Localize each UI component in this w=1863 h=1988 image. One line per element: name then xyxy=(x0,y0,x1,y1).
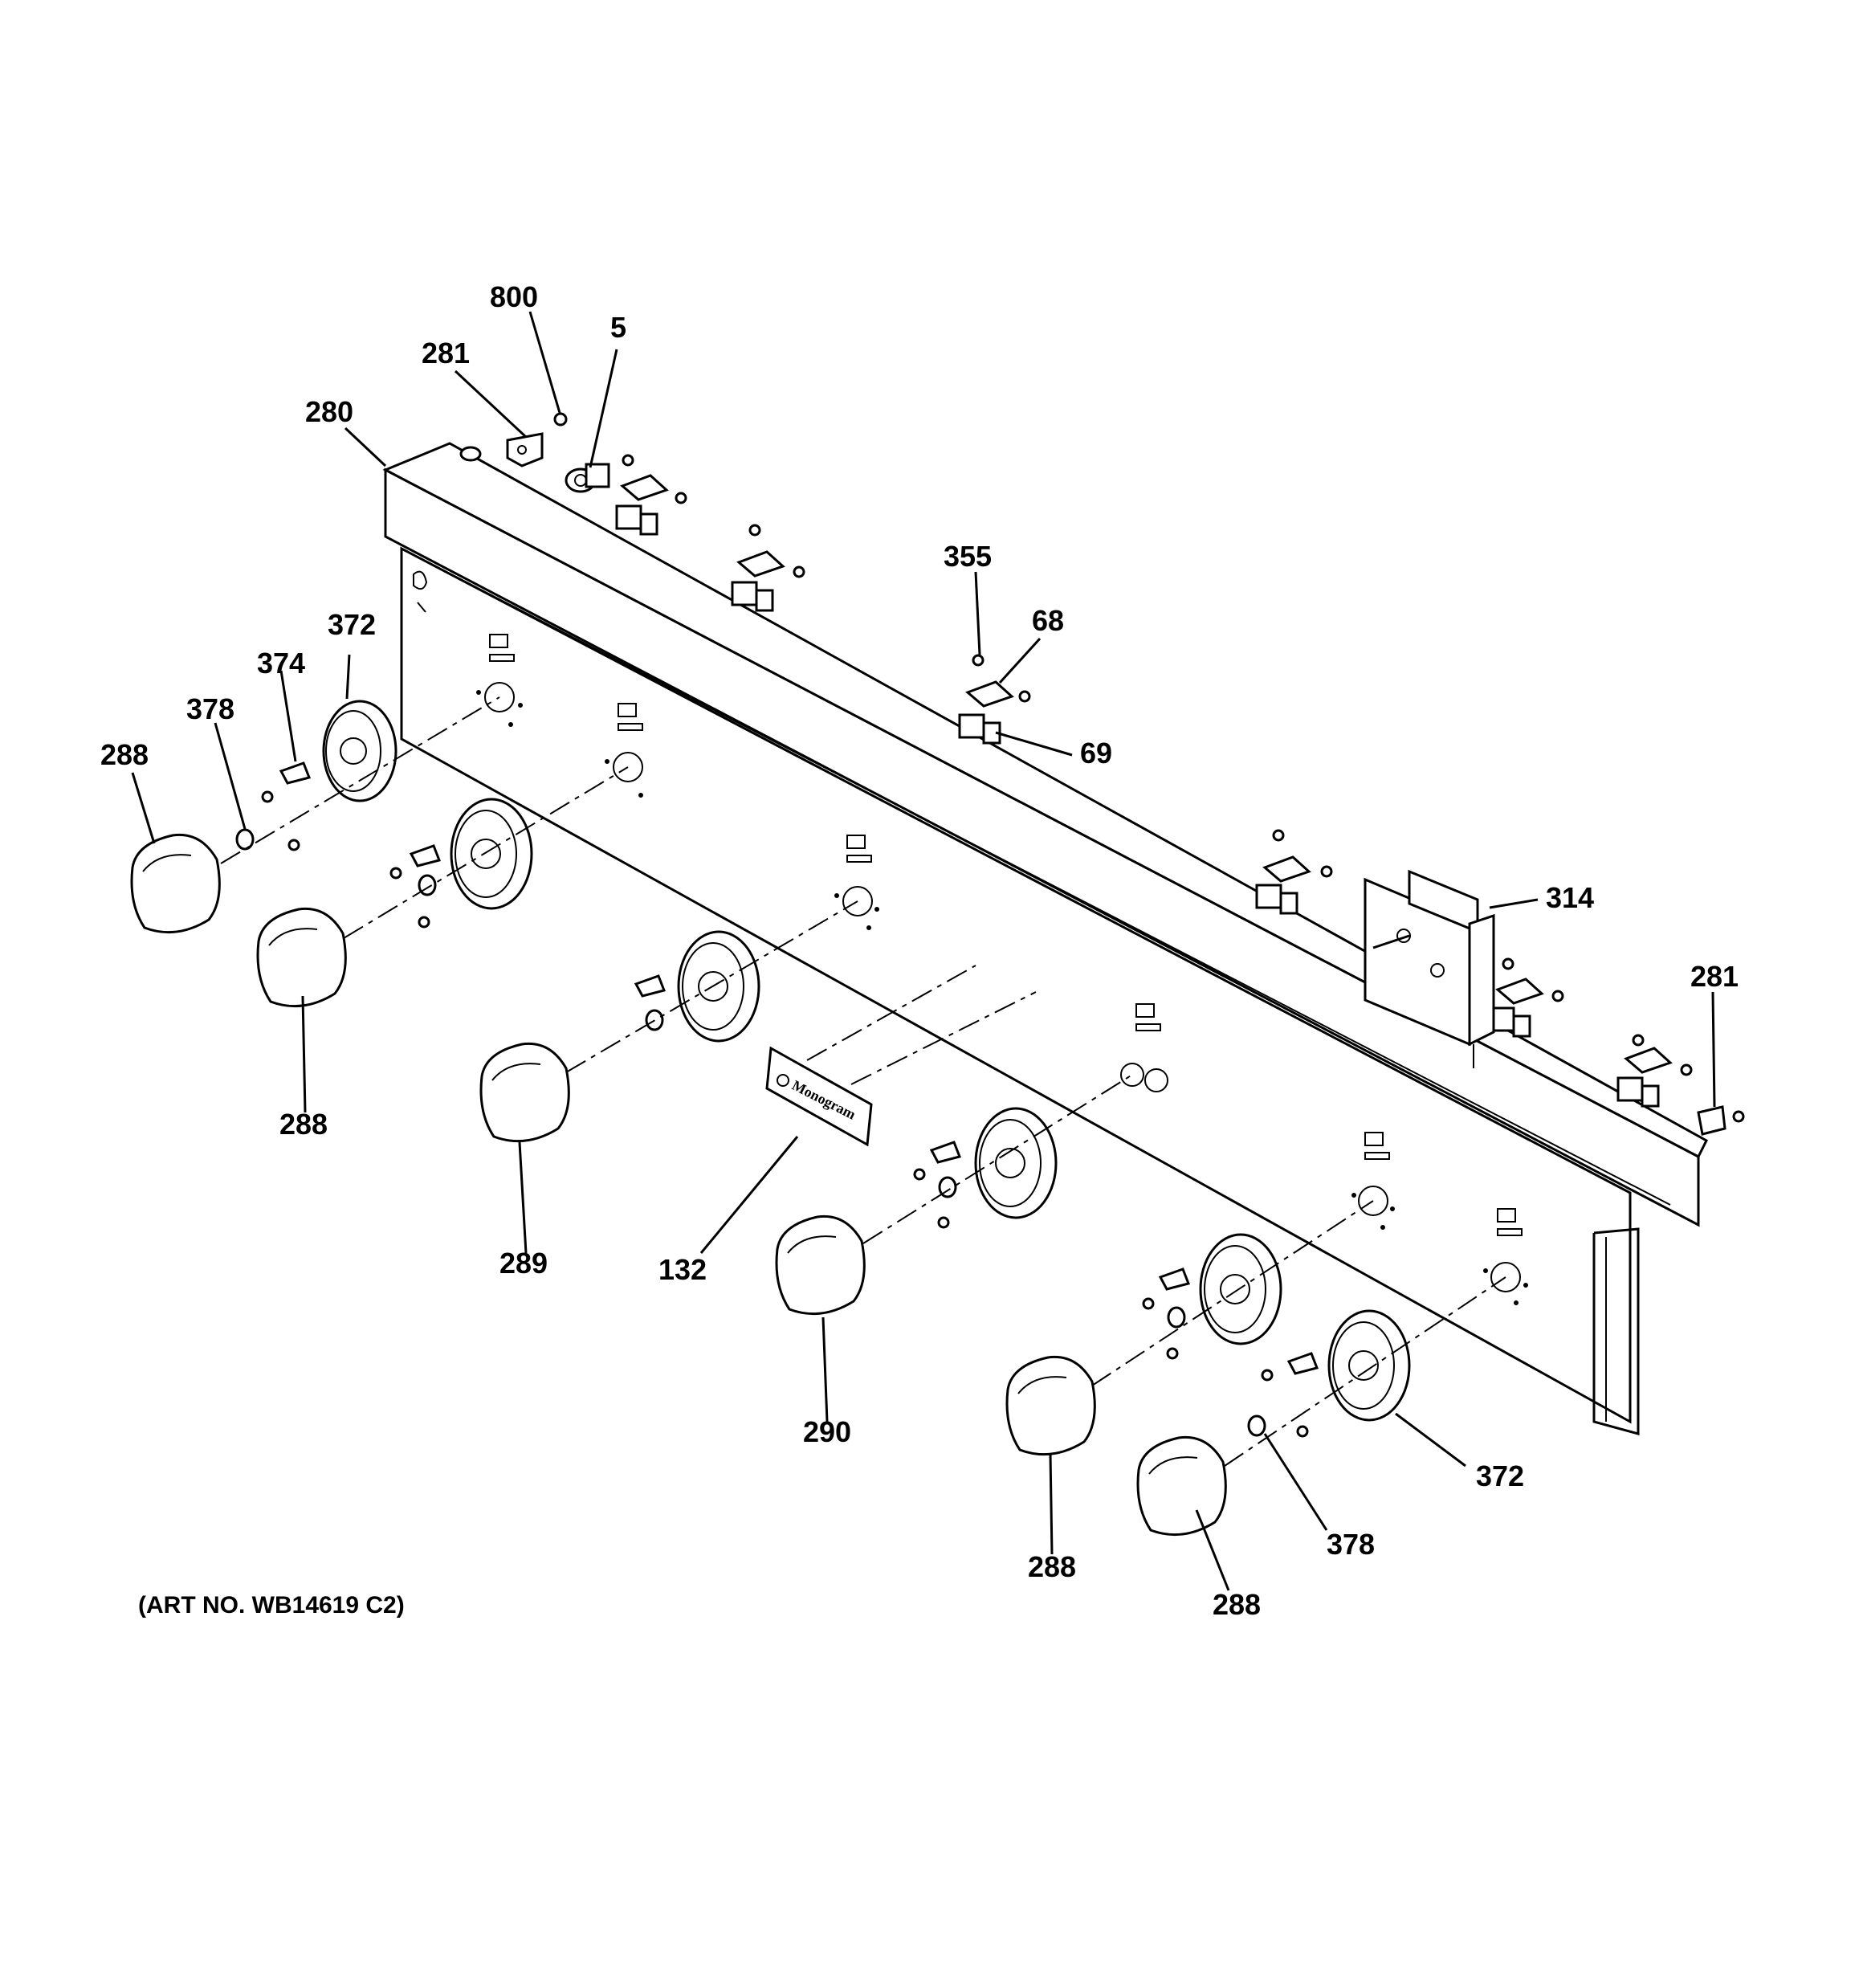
callout-378-right: 378 xyxy=(1327,1528,1375,1561)
knob-289 xyxy=(479,1042,570,1143)
bezel-6 xyxy=(1327,1309,1411,1422)
clips-washers-screws xyxy=(235,761,1745,1438)
callout-288-d: 288 xyxy=(1213,1588,1261,1621)
callout-288-b: 288 xyxy=(279,1108,328,1141)
assembly-lines xyxy=(220,696,1506,1467)
knob-opening-1 xyxy=(476,634,523,727)
bezels xyxy=(322,700,1411,1422)
knob-288-c xyxy=(1005,1355,1096,1456)
callout-280: 280 xyxy=(305,395,353,428)
callout-68: 68 xyxy=(1032,604,1064,637)
knob-opening-4 xyxy=(1120,1003,1168,1092)
knob-288-a xyxy=(130,833,221,934)
callout-132: 132 xyxy=(658,1253,707,1286)
callout-281-right: 281 xyxy=(1690,960,1739,993)
callout-5: 5 xyxy=(610,311,626,344)
callout-labels: 800 5 281 280 355 68 69 372 374 378 288 … xyxy=(100,280,1739,1621)
panel-openings xyxy=(476,634,1528,1305)
bezel-1 xyxy=(322,700,397,802)
bezel-2 xyxy=(450,798,533,910)
control-panel xyxy=(382,442,1708,1435)
callout-314: 314 xyxy=(1546,881,1594,914)
bracket-switch-2 xyxy=(731,524,805,612)
bezel-3 xyxy=(677,930,760,1043)
bracket-switch-1 xyxy=(615,454,687,536)
washer-378-right xyxy=(1247,1414,1266,1437)
timer-assembly-314 xyxy=(1364,869,1495,1068)
callout-289: 289 xyxy=(499,1247,548,1280)
knob-opening-2 xyxy=(605,703,643,798)
knob-288-d xyxy=(1136,1435,1227,1537)
knob-opening-3 xyxy=(834,835,879,930)
bracket-switch-5 xyxy=(1488,957,1564,1038)
callout-290: 290 xyxy=(803,1415,851,1448)
screw-800 xyxy=(553,412,568,427)
callout-355: 355 xyxy=(944,540,992,573)
washer-378-left xyxy=(235,828,255,851)
knobs xyxy=(130,833,1227,1537)
bracket-281-top xyxy=(506,432,544,467)
callout-372-left: 372 xyxy=(328,608,376,641)
bracket-281-right xyxy=(1697,1105,1745,1136)
leader-lines xyxy=(131,311,1716,1591)
bracket-switch-4 xyxy=(1255,829,1333,915)
callout-288-c: 288 xyxy=(1028,1550,1076,1583)
knob-290 xyxy=(775,1214,866,1316)
bezel-5 xyxy=(1199,1233,1282,1345)
bezel-4 xyxy=(974,1107,1058,1219)
ignition-switch-5 xyxy=(565,463,610,493)
bracket-switch-3 xyxy=(958,654,1031,745)
knob-288-b xyxy=(256,907,347,1008)
top-brackets xyxy=(506,412,1693,1108)
callout-374: 374 xyxy=(257,647,305,680)
knob-opening-5 xyxy=(1351,1132,1395,1230)
callout-800: 800 xyxy=(490,280,538,313)
callout-372-right: 372 xyxy=(1476,1459,1524,1492)
badge-132: Monogram xyxy=(765,1046,873,1147)
callout-281-top: 281 xyxy=(422,337,470,369)
callout-69: 69 xyxy=(1080,737,1112,769)
art-number: (ART NO. WB14619 C2) xyxy=(138,1592,405,1619)
bracket-switch-6 xyxy=(1616,1034,1693,1108)
callout-288-a: 288 xyxy=(100,738,149,771)
callout-378-left: 378 xyxy=(186,692,234,725)
knob-opening-6 xyxy=(1483,1208,1528,1305)
